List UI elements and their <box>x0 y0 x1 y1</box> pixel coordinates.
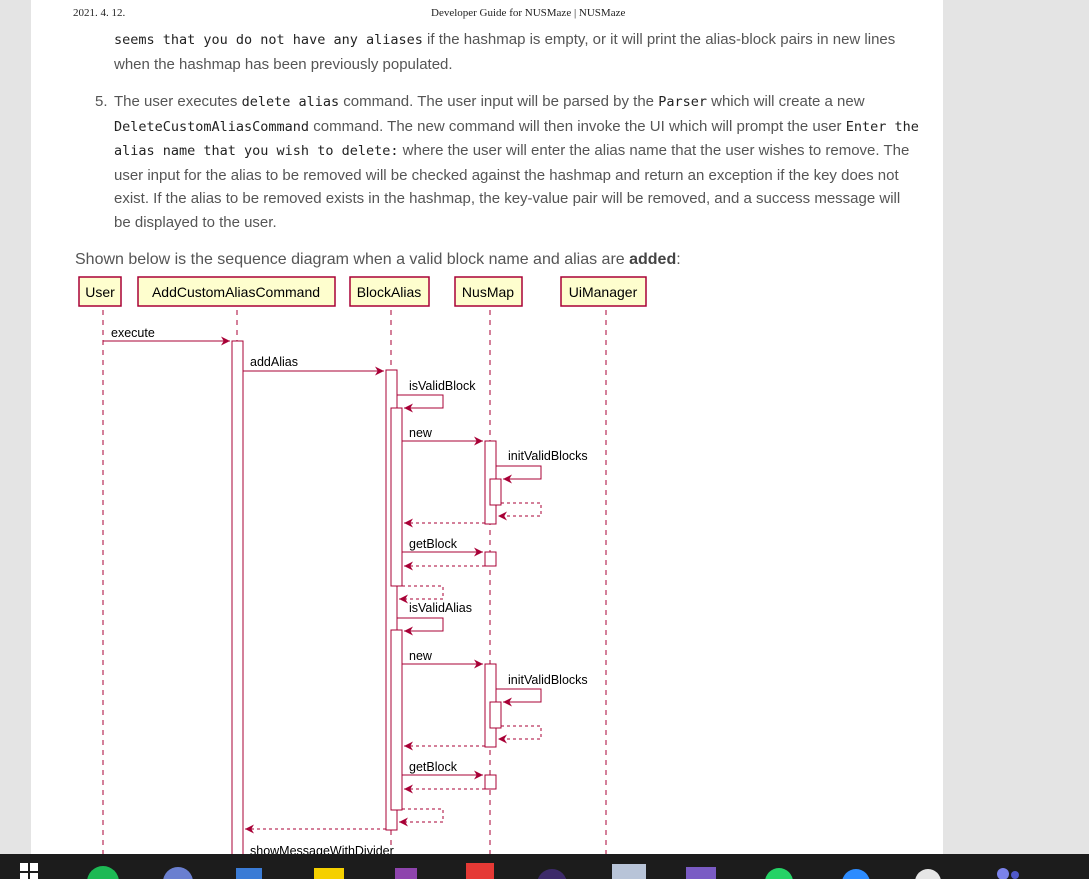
step-5-paragraph: The user executes delete alias command. … <box>114 93 919 231</box>
msg-isvalidalias <box>397 617 444 636</box>
activation-isvalidalias <box>390 629 403 811</box>
app-icon[interactable] <box>163 867 193 879</box>
paragraph-aliases: seems that you do not have any aliases i… <box>114 31 896 73</box>
app-icon[interactable] <box>612 864 646 879</box>
code-aliases: seems that you do not have any aliases <box>114 32 423 48</box>
print-title: Developer Guide for NUSMaze | NUSMaze <box>431 7 626 19</box>
app-icon[interactable] <box>236 868 262 879</box>
document-page: 2021. 4. 12. Developer Guide for NUSMaze… <box>31 0 943 854</box>
sequence-diagram: User AddCustomAliasCommand BlockAlias Nu… <box>78 276 647 854</box>
spotify-icon[interactable] <box>87 866 119 879</box>
label-new-1: new <box>409 426 433 440</box>
app-icon[interactable] <box>842 869 870 879</box>
app-icon[interactable] <box>686 867 716 879</box>
participant-addcustomaliascommand: AddCustomAliasCommand <box>152 284 320 300</box>
app-icon[interactable] <box>466 863 494 879</box>
label-isvalidalias: isValidAlias <box>409 601 472 615</box>
label-getblock-2: getBlock <box>409 760 458 774</box>
diagram-intro: Shown below is the sequence diagram when… <box>75 251 681 268</box>
app-icon[interactable] <box>537 869 567 879</box>
teams-icon[interactable] <box>997 868 1009 879</box>
participant-user: User <box>85 284 115 300</box>
msg-initvalidblocks-2 <box>496 688 542 707</box>
print-date: 2021. 4. 12. <box>73 7 126 19</box>
taskbar <box>0 854 1089 879</box>
label-initvalidblocks-1: initValidBlocks <box>508 449 588 463</box>
label-addalias: addAlias <box>250 355 298 369</box>
windows-icon[interactable] <box>20 863 38 879</box>
activation-command <box>231 340 244 854</box>
activation-isvalidblock <box>390 407 403 587</box>
label-getblock-1: getBlock <box>409 537 458 551</box>
app-icon[interactable] <box>314 868 344 879</box>
participant-uimanager: UiManager <box>569 284 638 300</box>
msg-initvalidblocks-1 <box>496 465 542 484</box>
step-number: 5. <box>95 93 108 110</box>
participant-blockalias: BlockAlias <box>357 284 422 300</box>
msg-isvalidblock <box>397 394 444 413</box>
label-initvalidblocks-2: initValidBlocks <box>508 673 588 687</box>
label-isvalidblock: isValidBlock <box>409 379 476 393</box>
whatsapp-icon[interactable] <box>765 868 793 879</box>
app-icon[interactable] <box>915 869 941 879</box>
app-icon[interactable] <box>395 868 417 879</box>
activation-blockalias <box>385 369 398 831</box>
label-new-2: new <box>409 649 433 663</box>
participant-nusmap: NusMap <box>462 284 514 300</box>
label-showmessage: showMessageWithDivider <box>250 844 394 854</box>
label-execute: execute <box>111 326 155 340</box>
